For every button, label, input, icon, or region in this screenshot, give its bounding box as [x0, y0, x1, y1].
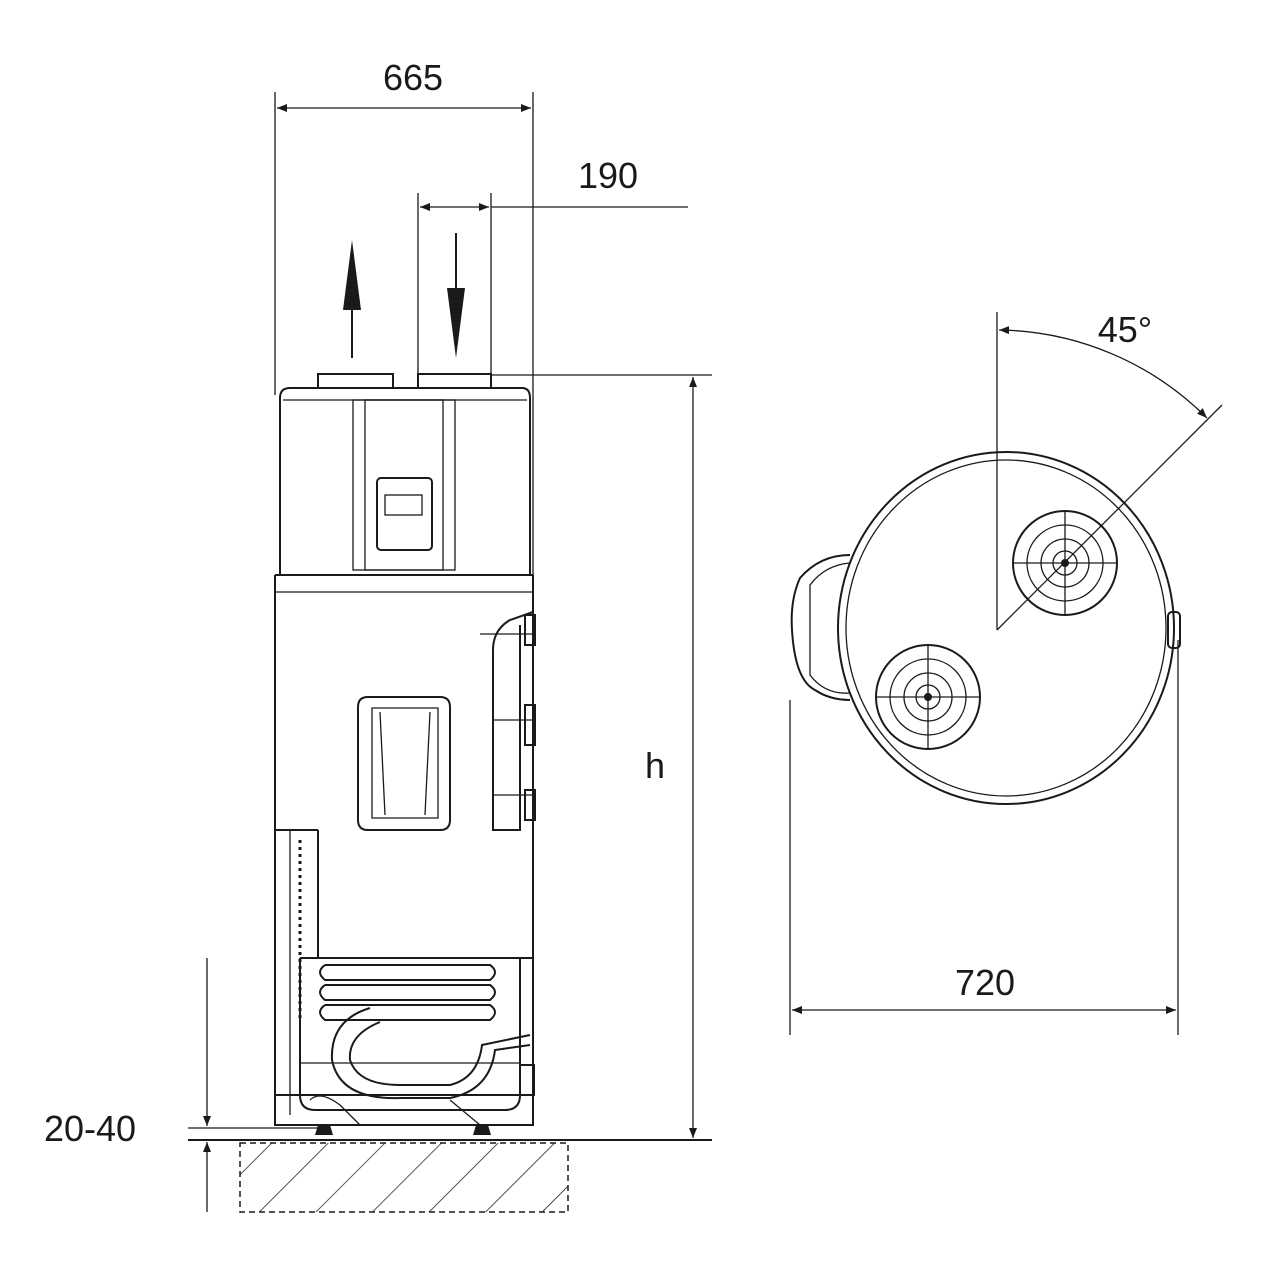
label-720: 720	[955, 962, 1015, 1003]
dimension-width-front: 665	[274, 57, 534, 600]
airflow-out-arrow-icon	[343, 240, 361, 358]
label-665: 665	[383, 57, 443, 98]
floor	[188, 1139, 712, 1213]
label-20-40: 20-40	[44, 1108, 136, 1149]
fan-duct-inlet-icon	[875, 644, 981, 750]
heat-exchanger-coil	[319, 964, 531, 1100]
fan-duct-outlet-icon	[1012, 510, 1118, 616]
heat-pump-top-view	[790, 451, 1181, 805]
label-h: h	[645, 745, 665, 786]
dimension-height: h	[491, 374, 712, 1141]
dimension-diameter: 720	[789, 640, 1179, 1035]
dimension-angle: 45°	[996, 309, 1223, 631]
dimension-duct-spacing: 190	[417, 155, 688, 375]
label-45-degrees: 45°	[1098, 309, 1152, 350]
heat-pump-front-view	[274, 373, 536, 1135]
dimension-feet-adjust: 20-40	[44, 958, 330, 1212]
label-190: 190	[578, 155, 638, 196]
airflow-in-arrow-icon	[447, 233, 465, 358]
